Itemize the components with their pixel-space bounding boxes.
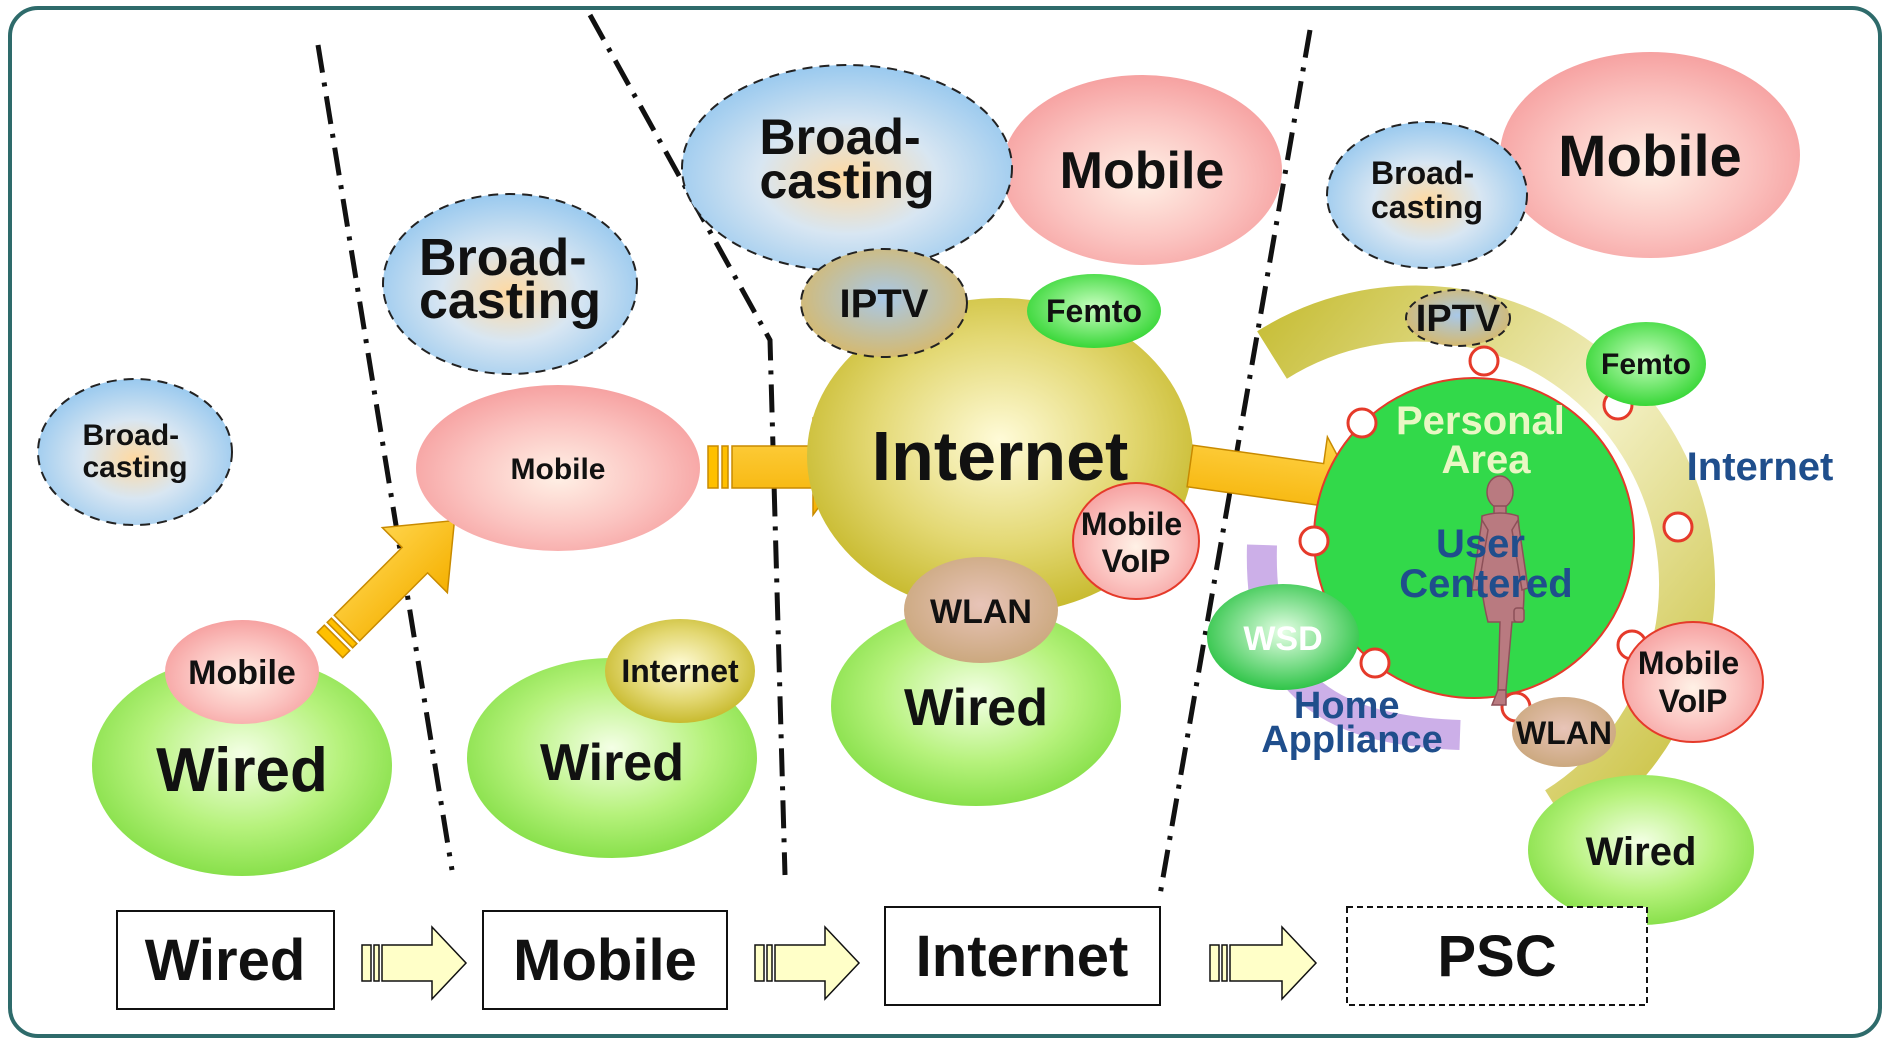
timeline-arrow bbox=[754, 925, 861, 1001]
iptv-node bbox=[1405, 289, 1511, 347]
connection-point bbox=[1662, 511, 1694, 543]
femto-label: Femto bbox=[1046, 293, 1142, 329]
home-appliance-label: Home Appliance bbox=[1261, 685, 1443, 761]
personal-area-label: Personal Area bbox=[1396, 399, 1576, 482]
wired-node bbox=[831, 606, 1121, 806]
stage-label-box bbox=[1346, 906, 1648, 1006]
mobile-node bbox=[416, 385, 700, 551]
connection-point bbox=[1359, 647, 1391, 679]
stage-label-box bbox=[116, 910, 335, 1010]
broadcasting-label: Broad- casting bbox=[759, 109, 934, 209]
mobile-node bbox=[1500, 52, 1800, 258]
wlan-node bbox=[904, 557, 1058, 663]
wlan-label: WLAN bbox=[930, 593, 1032, 631]
connection-point bbox=[1346, 407, 1378, 439]
wired-node bbox=[1528, 775, 1754, 925]
wsd-label: WSD bbox=[1243, 620, 1322, 658]
wired-label: Wired bbox=[156, 736, 328, 805]
wired-label: Wired bbox=[1586, 830, 1697, 874]
internet-label: Internet bbox=[621, 653, 739, 689]
stage-label: Mobile bbox=[513, 928, 697, 993]
mobile-voip-node bbox=[1622, 621, 1764, 743]
progression-arrow-1 bbox=[316, 519, 456, 659]
wlan-node bbox=[1512, 697, 1616, 767]
user-figure-icon bbox=[1471, 475, 1529, 706]
stage-3: Mobile Broad- casting Wired Internet IPT… bbox=[681, 64, 1357, 806]
connection-point bbox=[1298, 525, 1330, 557]
wired-node bbox=[92, 656, 392, 876]
mobile-label: Mobile bbox=[188, 654, 296, 692]
stage-label-box bbox=[884, 906, 1161, 1006]
stage-1: Broad- casting Wired Mobile bbox=[37, 378, 456, 876]
bottom-timeline: Wired Mobile Internet PSC bbox=[116, 906, 1648, 1010]
mobile-label: Mobile bbox=[511, 453, 606, 486]
mobile-node bbox=[1002, 75, 1282, 265]
mobile-voip-label: Mobile VoIP bbox=[1638, 645, 1748, 719]
mobile-label: Mobile bbox=[1558, 124, 1742, 189]
iptv-node bbox=[800, 248, 968, 358]
iptv-label: IPTV bbox=[1416, 298, 1501, 340]
separator-1 bbox=[315, 44, 455, 871]
broadcasting-label: Broad- casting bbox=[1371, 155, 1483, 225]
stage-label-box bbox=[482, 910, 728, 1010]
user-centered-label: User Centered bbox=[1399, 522, 1572, 606]
connection-point bbox=[1468, 345, 1500, 377]
wsd-node bbox=[1207, 584, 1359, 690]
timeline-arrow bbox=[1209, 925, 1318, 1001]
mobile-node bbox=[165, 620, 319, 724]
stage-4: Mobile Internet Broad- casting Personal … bbox=[1207, 52, 1833, 925]
femto-node bbox=[1586, 322, 1706, 406]
stage-label: Internet bbox=[916, 924, 1129, 989]
femto-label: Femto bbox=[1601, 348, 1691, 381]
broadcasting-label: Broad- casting bbox=[82, 419, 187, 484]
stage-label: Wired bbox=[145, 928, 306, 993]
separator-2 bbox=[587, 13, 788, 876]
stage-2: Broad- casting Mobile Wired Internet bbox=[382, 193, 849, 858]
broadcasting-node bbox=[382, 193, 638, 375]
timeline-arrow bbox=[361, 925, 468, 1001]
wired-label: Wired bbox=[540, 734, 684, 792]
broadcasting-label: Broad- casting bbox=[419, 229, 601, 330]
broadcasting-node bbox=[37, 378, 233, 526]
internet-label: Internet bbox=[1687, 445, 1834, 489]
wired-label: Wired bbox=[904, 679, 1048, 737]
stage-label: PSC bbox=[1437, 924, 1556, 989]
broadcasting-node bbox=[1326, 121, 1528, 269]
mobile-voip-label: Mobile VoIP bbox=[1081, 506, 1191, 579]
wlan-label: WLAN bbox=[1516, 715, 1612, 751]
mobile-voip-node bbox=[1072, 482, 1200, 600]
internet-label: Internet bbox=[872, 417, 1129, 495]
mobile-label: Mobile bbox=[1060, 142, 1225, 200]
iptv-label: IPTV bbox=[840, 282, 929, 326]
internet-node bbox=[605, 619, 755, 723]
femto-node bbox=[1027, 274, 1161, 348]
